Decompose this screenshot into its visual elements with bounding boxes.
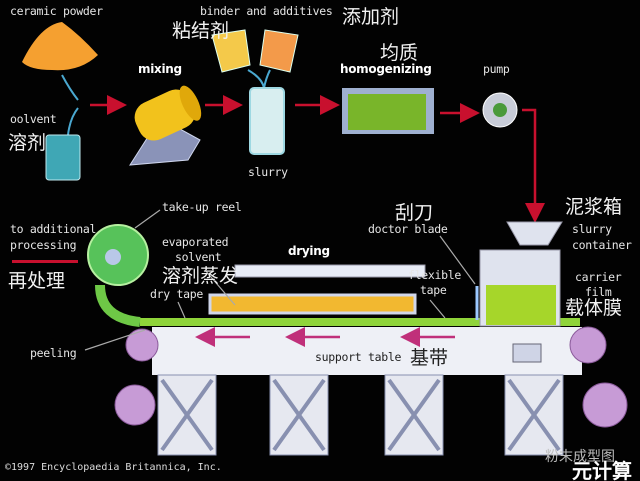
label-tape: tape [420, 283, 447, 297]
support-table [152, 327, 582, 375]
left-roller-bottom [114, 384, 156, 426]
label-slurry: slurry [248, 165, 288, 179]
label-reprocess-cn: 再处理 [8, 270, 66, 292]
label-support-table: support table [315, 350, 402, 364]
right-roller-bottom [582, 382, 628, 428]
label-peeling: peeling [30, 346, 77, 360]
tape-to-reel [95, 284, 141, 327]
label-additives-cn: 添加剂 [342, 6, 400, 28]
label-film: film [585, 285, 612, 299]
label-mixing: mixing [138, 62, 182, 76]
label-slurry-container-2: container [572, 238, 632, 252]
binder-cup [211, 29, 251, 73]
label-doctor-blade: doctor blade [368, 222, 448, 236]
watermark-line1: 粉末成型图 [545, 449, 615, 465]
drying-hood [234, 264, 426, 278]
label-carrier-film-cn: 载体膜 [565, 297, 623, 319]
label-carrier: carrier [575, 270, 622, 284]
label-binder-cn: 粘结剂 [172, 20, 230, 42]
label-homogenizing: homogenizing [340, 62, 432, 76]
label-solvent2: solvent [175, 250, 222, 264]
label-slurry-container-1: slurry [572, 222, 612, 236]
slurry-hopper [506, 221, 563, 246]
label-solvent: oolvent [10, 112, 57, 126]
label-binder: binder and additives [200, 4, 333, 18]
drying-tape-zone [208, 293, 417, 315]
label-flexible: flexible [408, 268, 461, 282]
ball-mill-drum [134, 89, 196, 141]
label-dry-tape: dry tape [150, 287, 203, 301]
copyright: ©1997 Encyclopaedia Britannica, Inc. [5, 462, 222, 473]
solvent-beaker [45, 134, 81, 181]
label-doctor-blade-cn: 刮刀 [395, 202, 434, 224]
left-roller-top [125, 328, 159, 362]
carrier-film-tape [140, 318, 580, 326]
additive-cup [259, 29, 299, 73]
label-drying: drying [288, 244, 330, 258]
slurry-jar [249, 87, 285, 155]
label-support-table-cn: 基带 [410, 347, 449, 369]
label-homogenizing-cn: 均质 [380, 42, 419, 64]
watermark-line2: 元计算 [572, 459, 632, 481]
label-slurry-container-cn: 泥浆箱 [565, 196, 623, 218]
label-solvent-cn: 溶剂 [8, 132, 47, 154]
control-panel [512, 343, 542, 363]
label-take-up-reel: take-up reel [162, 200, 242, 214]
right-roller-top [569, 326, 607, 364]
label-evaporation-cn: 溶剂蒸发 [162, 265, 239, 287]
label-evaporated: evaporated [162, 235, 229, 249]
ceramic-powder-pile [22, 22, 98, 71]
label-ceramic-powder: ceramic powder [10, 4, 103, 18]
label-to-additional: to additional [10, 222, 97, 236]
label-pump: pump [483, 62, 510, 76]
label-processing: processing [10, 238, 77, 252]
arrow-to-processing [12, 260, 78, 263]
